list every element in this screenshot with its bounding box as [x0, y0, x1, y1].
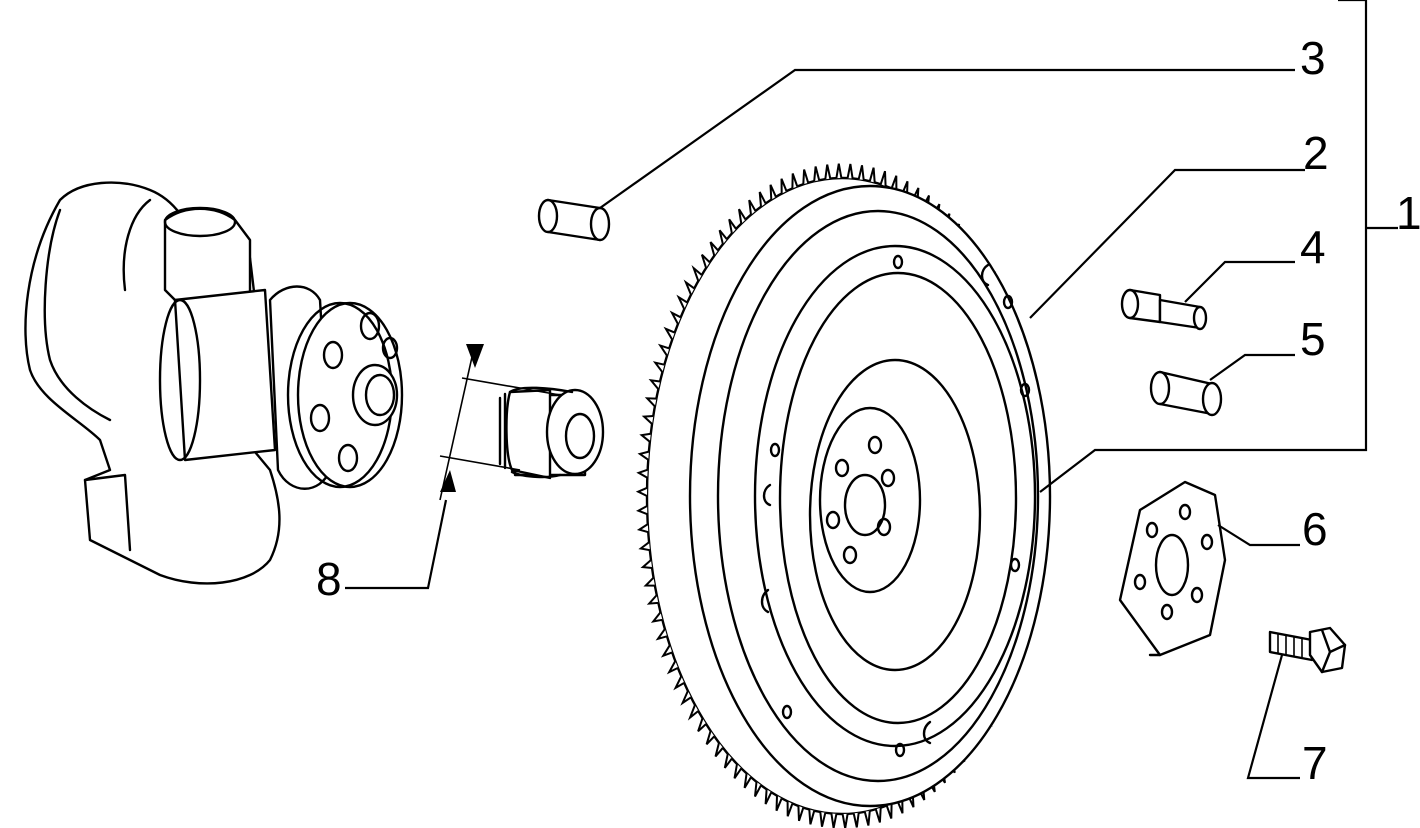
gear-tooth: [813, 166, 821, 182]
gear-tooth: [841, 813, 849, 828]
gear-tooth: [780, 178, 788, 194]
gear-tooth: [748, 199, 757, 215]
gear-tooth: [636, 468, 649, 479]
gear-tooth: [885, 803, 893, 819]
gear-tooth: [830, 813, 838, 828]
gear-tooth: [652, 361, 665, 373]
gear-tooth: [728, 218, 737, 234]
gear-tooth: [714, 742, 724, 758]
gear-tooth: [644, 397, 657, 408]
gear-tooth: [890, 175, 898, 191]
gear-tooth: [802, 169, 810, 185]
gear-tooth: [637, 450, 650, 461]
callout-2: 2: [1303, 127, 1329, 179]
callout-6: 6: [1302, 503, 1328, 555]
gear-tooth: [758, 191, 767, 207]
gear-tooth: [657, 343, 670, 357]
gear-tooth: [718, 229, 728, 245]
gear-tooth: [655, 628, 668, 641]
gear-tooth: [640, 559, 653, 569]
gear-tooth: [743, 773, 752, 789]
gear-tooth: [868, 167, 876, 183]
gear-tooth: [786, 801, 794, 817]
crankshaft: [24, 181, 404, 585]
gear-tooth: [857, 165, 865, 181]
gear-tooth: [641, 415, 654, 425]
gear-tooth: [738, 208, 747, 224]
gear-tooth: [764, 789, 773, 805]
dowel-pin-5: [1149, 370, 1223, 417]
callout-1: 1: [1396, 187, 1420, 239]
gear-tooth: [819, 811, 827, 827]
gear-tooth: [824, 164, 832, 180]
gear-tooth: [808, 809, 816, 825]
gear-tooth: [700, 253, 711, 269]
gear-tooth: [680, 690, 692, 706]
gear-tooth: [697, 717, 707, 733]
gear-tooth: [676, 294, 688, 310]
dimension-lines: [439, 344, 561, 501]
gear-tooth: [723, 753, 733, 769]
gear-tooth: [879, 170, 887, 187]
gear-tooth: [754, 781, 762, 797]
flywheel: [635, 163, 1052, 828]
gear-tooth: [852, 812, 860, 828]
gear-tooth: [669, 310, 682, 325]
gear-tooth: [638, 541, 651, 552]
gear-tooth: [846, 163, 854, 179]
gear-tooth: [733, 763, 743, 779]
gear-tooth: [636, 523, 649, 534]
gear-tooth: [687, 704, 699, 721]
gear-tooth: [660, 644, 673, 658]
gear-tooth: [874, 807, 882, 823]
gear-tooth: [636, 505, 648, 516]
gear-tooth: [863, 810, 871, 826]
gear-tooth: [835, 163, 843, 179]
leader-lines: [345, 0, 1398, 780]
gear-tooth: [650, 611, 663, 623]
callout-5: 5: [1300, 313, 1326, 365]
pilot-bushing: [498, 386, 605, 480]
gear-tooth: [646, 594, 659, 605]
gear-tooth: [691, 265, 703, 282]
gear-tooth: [639, 432, 651, 443]
gear-tooth: [666, 660, 679, 675]
callout-3: 3: [1300, 32, 1326, 84]
dowel-pin-3: [537, 198, 611, 242]
gear-tooth: [663, 326, 676, 341]
callout-4: 4: [1300, 221, 1326, 273]
bolt-7: [1268, 626, 1347, 674]
gear-tooth: [648, 378, 661, 390]
gear-tooth: [643, 576, 655, 587]
gear-tooth: [791, 173, 799, 189]
bolt-plate-6: [1118, 480, 1227, 657]
gear-tooth: [709, 241, 719, 256]
stepped-pin-4: [1120, 288, 1208, 331]
gear-tooth: [635, 486, 648, 497]
gear-tooth: [797, 805, 805, 822]
gear-tooth: [705, 730, 716, 745]
callout-8: 8: [316, 553, 342, 605]
gear-tooth: [673, 675, 685, 691]
gear-tooth: [683, 279, 695, 296]
gear-tooth: [775, 795, 783, 812]
gear-tooth: [769, 184, 777, 200]
callout-7: 7: [1302, 737, 1328, 789]
